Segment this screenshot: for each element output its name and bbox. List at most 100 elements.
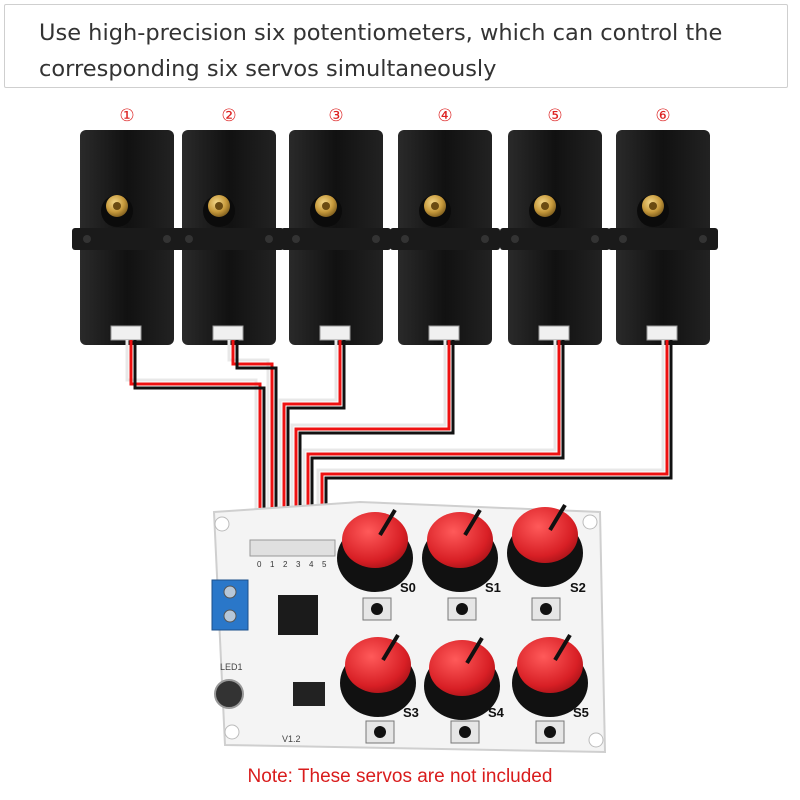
knob-label: S3 [403,705,419,720]
board-hole [582,514,598,530]
port-label: 2 [283,560,288,569]
servo-number-label: ④ [437,106,452,125]
tact-button[interactable] [362,597,392,621]
mount-hole [292,235,300,243]
wire-power [306,340,561,545]
wire-ground [310,340,565,545]
servo-number-label: ① [119,106,134,125]
knob-pointer [548,503,567,532]
potentiometer-knob[interactable] [422,508,498,592]
button-group [362,597,565,744]
button-cap [540,603,552,615]
knob-label: S4 [488,705,505,720]
wire-signal [302,340,557,545]
horn-screw [649,202,657,210]
wire-power [231,340,274,545]
mount-hole [481,235,489,243]
note-text: Note: These servos are not included [247,766,553,787]
potentiometer-knob[interactable] [507,503,583,587]
wire-ground [235,340,278,545]
port-label: 3 [296,560,301,569]
tact-button[interactable] [535,720,565,744]
potentiometer-knob[interactable] [340,633,416,717]
wire-signal [227,340,270,545]
tact-button[interactable] [450,720,480,744]
horn-screw [215,202,223,210]
board-hole [214,516,230,532]
servo-connector [110,325,142,341]
mcu-chip [278,595,318,635]
port-label: 5 [322,560,327,569]
mount-hole [163,235,171,243]
servo-numbers: ① ② ③ ④ ⑤ ⑥ [119,106,670,125]
mount-hole [699,235,707,243]
servo-number-label: ⑤ [547,106,562,125]
wire-ground [298,340,455,545]
version-label: V1.2 [282,734,301,744]
mount-hole [265,235,273,243]
port-label: 0 [257,560,262,569]
buzzer [214,679,244,709]
button-cap [374,726,386,738]
caption-text: Use high-precision six potentiometers, w… [39,15,779,87]
port-label: 4 [309,560,314,569]
servo-group [72,130,718,345]
button-cap [544,726,556,738]
servo-connector [646,325,678,341]
wire-ground [286,340,346,545]
servo-mount-tab [72,228,182,250]
servo-mount-tab [500,228,610,250]
caption-line-2: corresponding six servos simultaneously [39,56,497,82]
servo-2 [174,130,284,345]
servo-mount-tab [390,228,500,250]
tact-button[interactable] [447,597,477,621]
mount-hole [619,235,627,243]
knob-cap [342,512,408,568]
knob-pointer [463,508,482,537]
caption-line-1: Use high-precision six potentiometers, w… [39,20,723,46]
knob-cap [517,637,583,693]
wire-power [282,340,342,545]
servo-mount-tab [608,228,718,250]
potentiometer-knob[interactable] [512,633,588,717]
button-cap [459,726,471,738]
potentiometer-knob[interactable] [424,636,500,720]
servo-4 [390,130,500,345]
board-hole [224,724,240,740]
servo-mount-tab [281,228,391,250]
servo-3 [281,130,391,345]
servo-1 [72,130,182,345]
wire-signal [290,340,447,545]
regulator-chip [293,682,325,706]
servo-5 [500,130,610,345]
wire-ground [133,340,266,545]
wire-signal [278,340,338,545]
horn-screw [431,202,439,210]
knob-pointer [378,508,397,537]
wire-power [129,340,262,545]
servo-6 [608,130,718,345]
button-cap [456,603,468,615]
knob-cap [427,512,493,568]
knob-label: S0 [400,580,416,595]
servo-connector [428,325,460,341]
tact-button[interactable] [531,597,561,621]
servo-connector [538,325,570,341]
servo-number-label: ③ [328,106,343,125]
knob-label: S5 [573,705,589,720]
tact-button[interactable] [365,720,395,744]
knob-cap [512,507,578,563]
potentiometer-knob[interactable] [337,508,413,592]
caption-box: Use high-precision six potentiometers, w… [4,4,788,88]
port-label: 1 [270,560,275,569]
knob-pointer [553,633,572,662]
knob-pointer [465,636,484,665]
knob-label: S2 [570,580,586,595]
servo-number-label: ② [221,106,236,125]
servo-number-label: ⑥ [655,106,670,125]
servo-mount-tab [174,228,284,250]
servo-connector [212,325,244,341]
